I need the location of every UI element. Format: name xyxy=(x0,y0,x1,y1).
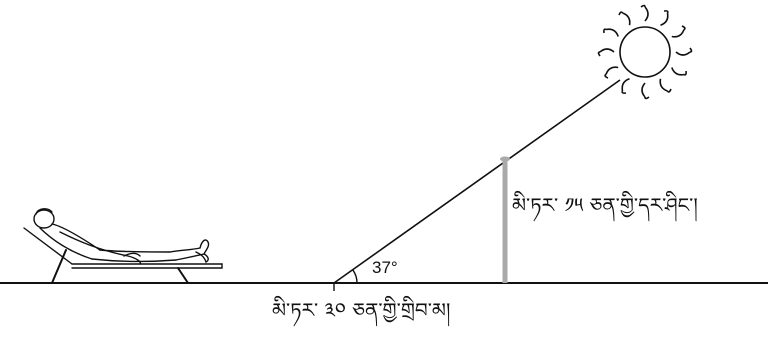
sun-ray xyxy=(675,51,691,56)
sun-ray-curl xyxy=(666,88,672,93)
sun-ray-curl xyxy=(681,25,686,31)
shadow-label: མི་ཏར་ ༣༠ ཅན་གྱི་གྲིབ་མ། xyxy=(272,298,451,322)
sun-icon xyxy=(597,4,693,100)
angle-arc xyxy=(352,269,358,284)
sun-ray xyxy=(641,82,646,98)
sun-ray-curl xyxy=(663,10,669,14)
sun-ray-curl xyxy=(618,11,624,16)
sun-ray xyxy=(605,28,619,37)
sun-ray-curl xyxy=(683,70,687,76)
sun-ray xyxy=(644,6,649,22)
sun-ray-line xyxy=(333,79,621,284)
sun-ray-curl xyxy=(604,73,609,79)
sun-ray-curl xyxy=(597,51,601,57)
reclining-person-icon xyxy=(23,208,223,284)
sun-ray xyxy=(605,66,619,75)
sun-ray-curl xyxy=(621,90,627,94)
angle-label: 37° xyxy=(372,258,398,277)
lounge-chair xyxy=(23,227,223,284)
sun-ray-curl xyxy=(644,96,650,100)
sun-ray xyxy=(621,78,630,92)
pole xyxy=(500,156,510,283)
sun-ray-curl xyxy=(640,4,646,8)
sun-ray xyxy=(599,48,615,53)
sun-ray xyxy=(622,12,631,26)
sun-ray-curl xyxy=(689,47,693,53)
sun-ray xyxy=(660,12,669,26)
sun-ray xyxy=(659,78,668,92)
pole-label: མི་ཏར་ ༡༥ ཅན་གྱི་དར་ཤིང་། xyxy=(512,193,698,217)
diagram-canvas xyxy=(0,4,768,291)
sun-ray xyxy=(671,29,685,38)
sun-ray-curl xyxy=(603,28,607,34)
sun-ray xyxy=(671,67,685,76)
